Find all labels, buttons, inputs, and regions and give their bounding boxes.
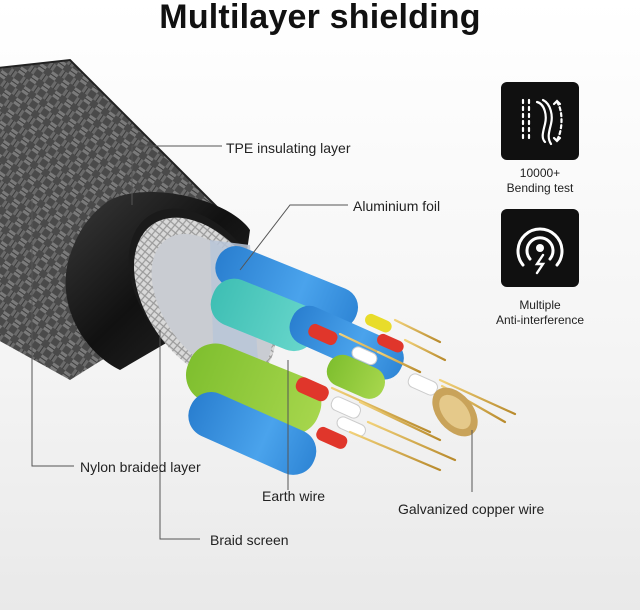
anti-interference-line2: Anti-interference	[495, 313, 585, 327]
bending-label: Bending test	[506, 181, 574, 195]
bending-icon	[521, 98, 563, 146]
bending-test-badge	[501, 82, 579, 160]
galvanized-copper-bundle	[432, 387, 478, 437]
leader-lines	[31, 145, 473, 540]
shield-signal-icon	[516, 227, 564, 275]
label-earth-wire: Earth wire	[262, 488, 326, 504]
label-tpe-insulating-layer: TPE insulating layer	[226, 140, 351, 156]
anti-interference-line1: Multiple	[519, 298, 561, 312]
sub-wires	[295, 313, 438, 449]
bending-caption: 10000+ Bending test	[482, 166, 598, 196]
anti-interference-badge	[501, 209, 579, 287]
label-aluminium-foil: Aluminium foil	[353, 198, 441, 214]
anti-interference-caption: Multiple Anti-interference	[482, 298, 598, 328]
label-galvanized-copper-wire: Galvanized copper wire	[398, 501, 545, 517]
bending-count: 10000+	[519, 166, 561, 180]
page-title: Multilayer shielding	[159, 0, 481, 36]
label-braid-screen: Braid screen	[210, 532, 289, 548]
label-nylon-braided-layer: Nylon braided layer	[80, 459, 201, 475]
